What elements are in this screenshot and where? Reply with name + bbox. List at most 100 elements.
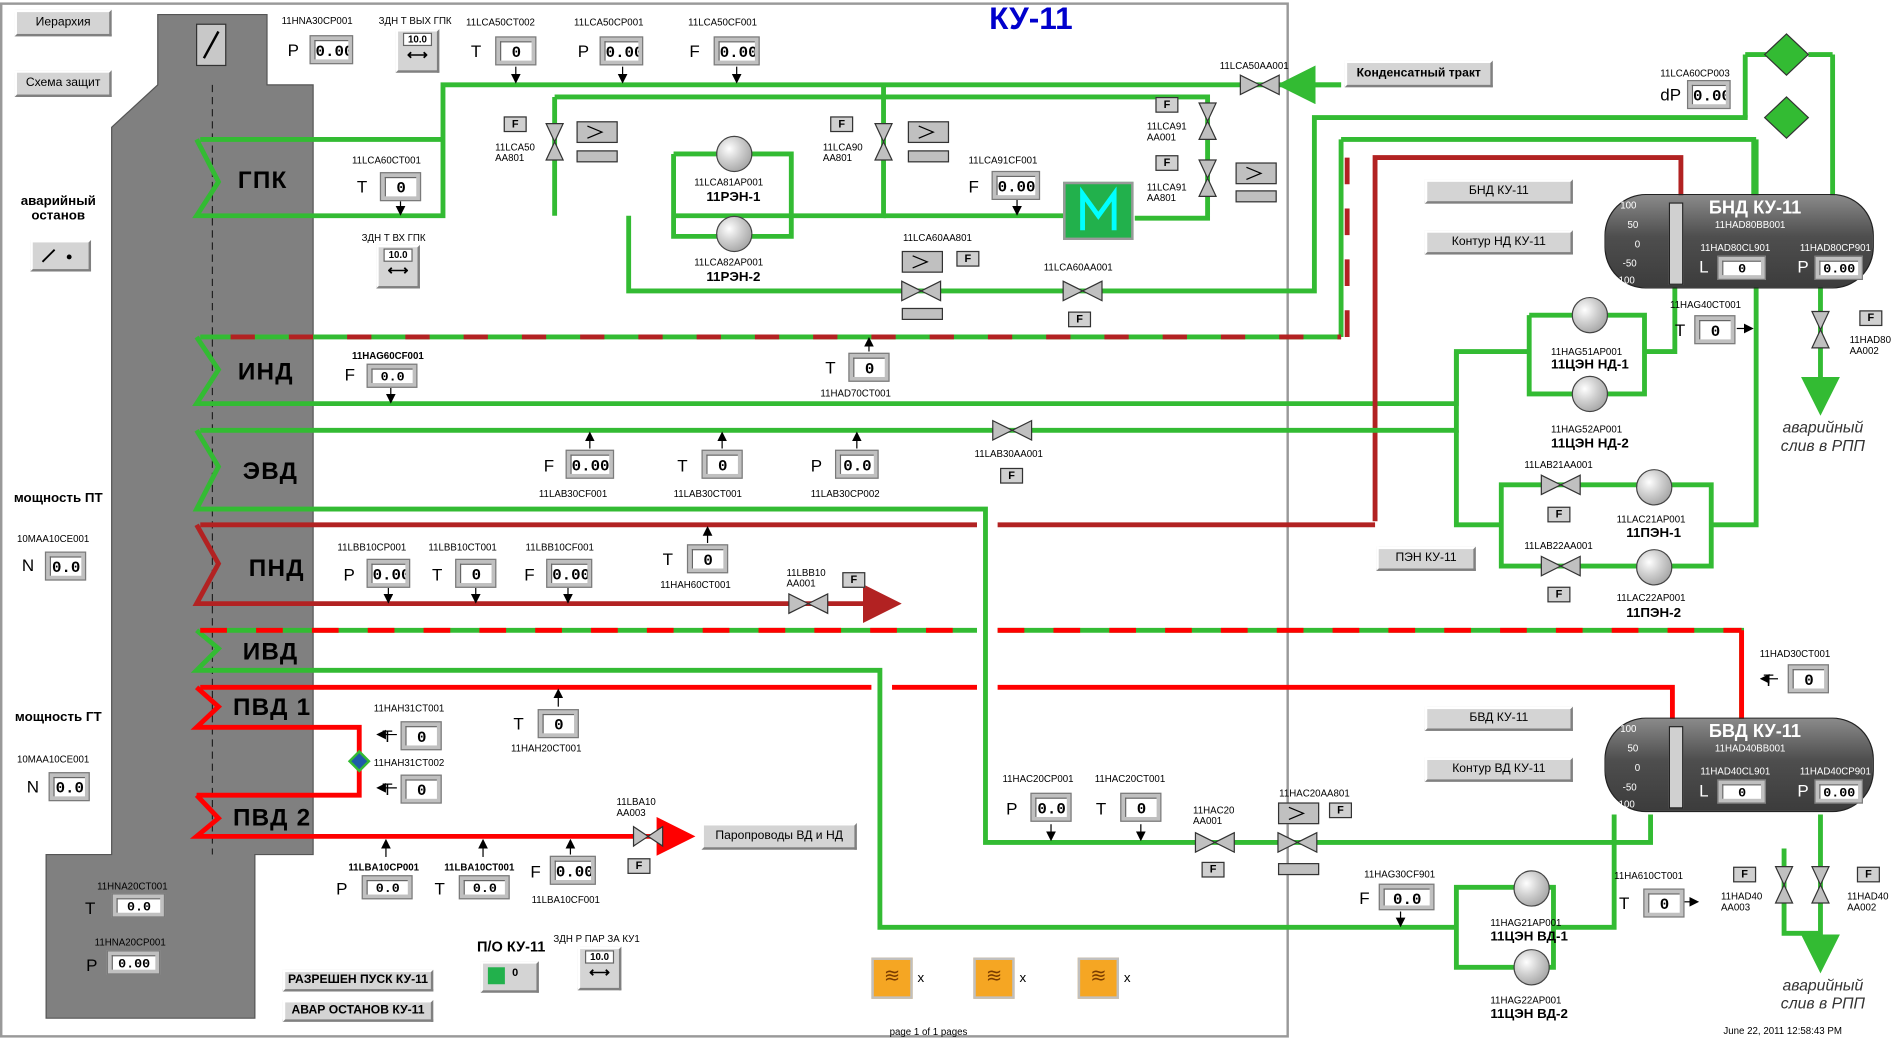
f-indicator[interactable]: F (1733, 866, 1757, 883)
heater-icon-3[interactable]: ≋ (1077, 957, 1119, 999)
zdn-t-in-setpoint[interactable]: 10.0⟷ (376, 244, 420, 289)
condensate-heater-icon[interactable] (1063, 181, 1134, 240)
lba10aa003-tag: 11LBA10 AA003 (616, 796, 656, 819)
zdn-p-setpoint[interactable]: 10.0⟷ (577, 946, 622, 991)
actuator-icon[interactable] (907, 121, 950, 144)
f-indicator[interactable]: F (1201, 861, 1225, 878)
lca91cf001-tag: 11LCA91CF001 (968, 155, 1038, 167)
n-letter: N (26, 776, 39, 797)
heater-icon-2[interactable]: ≋ (973, 957, 1015, 999)
po-switch[interactable]: 0 (480, 961, 539, 993)
nd-contour-button[interactable]: Контур НД КУ-11 (1424, 230, 1573, 255)
actuator-icon[interactable] (576, 121, 618, 144)
actuator-icon[interactable] (901, 250, 944, 273)
pump-icon-pen2[interactable] (1636, 549, 1673, 586)
ha610ct001-tag: 11HA610CT001 (1614, 870, 1684, 882)
section-ind: ИНД (237, 358, 294, 386)
section-evd: ЭВД (242, 458, 299, 485)
f-indicator[interactable]: F (1328, 802, 1353, 819)
lac21ap001-tag: 11LAC21AP001 (1616, 513, 1686, 525)
hna20ct001-value: 0.0 (111, 893, 166, 918)
f-indicator[interactable]: F (1155, 96, 1179, 113)
t-letter: T (470, 41, 482, 61)
f-letter: F (530, 861, 541, 882)
bvd-drum[interactable]: БВД КУ-11 11HAD40BB001 100 50 0 -50 -100… (1604, 717, 1874, 813)
double-arrow-icon: ⟷ (387, 261, 409, 279)
date-time: June 22, 2011 12:58:43 PM (1723, 1025, 1842, 1037)
hna20cp001-tag: 11HNA20CP001 (94, 936, 166, 948)
hah20ct001-value: 0 (537, 709, 579, 739)
zdn-t-out-label: ЗДН Т ВЫХ ГПК (378, 15, 452, 27)
f-indicator[interactable]: F (1547, 586, 1571, 603)
hag60cf001-value: 0.0 (366, 363, 418, 388)
csen-vd2-label: 11ЦЭН ВД-2 (1490, 1007, 1568, 1022)
steam-lines-button[interactable]: Паропроводы ВД и НД (701, 823, 857, 850)
f-indicator[interactable]: F (627, 858, 651, 874)
pump-icon-vd2[interactable] (1513, 949, 1550, 986)
hag60cf001-tag: 11HAG60CF001 (351, 350, 424, 362)
had80cp901-tag: 11HAD80CP901 (1799, 242, 1871, 254)
f-indicator[interactable]: F (1859, 310, 1883, 327)
actuator-icon[interactable] (1277, 802, 1320, 825)
hac20aa001-tag: 11HAC20 AA001 (1193, 804, 1235, 827)
f-letter: F (344, 364, 356, 385)
f-indicator[interactable]: F (1856, 866, 1880, 883)
lca91aa001-tag: 11LCA91 AA001 (1146, 121, 1187, 144)
start-allowed-button[interactable]: РАЗРЕШЕН ПУСК КУ-11 (282, 969, 434, 992)
position-bar (907, 150, 950, 163)
hag30cf901-value: 0.0 (1378, 883, 1435, 911)
had40aa003-tag: 11HAD40 AA003 (1720, 890, 1763, 913)
zdn-t-out-setpoint[interactable]: 10.0⟷ (395, 29, 440, 73)
pen-button[interactable]: ПЭН КУ-11 (1376, 546, 1476, 571)
lca60cp003-tag: 11LCA60CP003 (1660, 67, 1730, 79)
protection-scheme-button[interactable]: Схема защит (14, 70, 112, 97)
filter-top (1763, 33, 1810, 76)
f-indicator[interactable]: F (1155, 155, 1179, 171)
f-indicator[interactable]: F (830, 116, 854, 133)
vd-contour-button[interactable]: Контур ВД КУ-11 (1424, 757, 1573, 782)
f-indicator[interactable]: F (503, 116, 527, 133)
bnd-drum[interactable]: БНД КУ-11 11HAD80BB001 100 50 0 -50 -100… (1604, 193, 1874, 289)
f-indicator[interactable]: F (1068, 311, 1092, 328)
hag22ap001-tag: 11HAG22AP001 (1490, 995, 1562, 1007)
lba10ct001-tag: 11LBA10CT001 (444, 861, 515, 873)
bvd-button[interactable]: БВД КУ-11 (1424, 706, 1573, 731)
pump-icon-nd1[interactable] (1571, 296, 1609, 334)
lbb10cp001-value: 0.00 (366, 558, 411, 588)
lca50cp001-value: 0.00 (599, 36, 644, 66)
f-indicator[interactable]: F (956, 250, 980, 267)
f-indicator[interactable]: F (842, 572, 866, 588)
status-indicator-icon (487, 967, 505, 985)
power-pt-tag: 10MAA10CE001 (16, 533, 90, 545)
bnd-button[interactable]: БНД КУ-11 (1424, 179, 1573, 204)
hna30cp001-value: 0.00 (309, 35, 354, 65)
actuator-icon[interactable] (1235, 162, 1277, 185)
hah31ct001-tag: 11HAH31CT001 (373, 703, 445, 714)
lab22aa001-tag: 11LAB22AA001 (1524, 540, 1593, 552)
pump-icon-ren1[interactable] (716, 135, 753, 173)
emergency-stop-switch[interactable] (30, 239, 92, 272)
power-gt-tag: 10MAA10CE001 (16, 753, 90, 765)
emergency-stop-button[interactable]: АВАР ОСТАНОВ КУ-11 (282, 999, 434, 1022)
csen-nd2-label: 11ЦЭН НД-2 (1551, 436, 1629, 451)
condensate-path-button[interactable]: Конденсатный тракт (1344, 60, 1493, 88)
had40cp901-tag: 11HAD40CP901 (1799, 766, 1871, 777)
page-indicator: page 1 of 1 pages (889, 1026, 968, 1038)
hierarchy-button[interactable]: Иерархия (14, 9, 112, 37)
lca81ap001-tag: 11LCA81AP001 (694, 176, 764, 188)
pump-icon-pen1[interactable] (1636, 469, 1673, 506)
lca91aa801-tag: 11LCA91 AA801 (1146, 181, 1187, 204)
hag40ct001-value: 0 (1694, 315, 1736, 345)
position-bar (576, 150, 618, 163)
t-letter: T (382, 726, 393, 746)
lca60aa001-tag: 11LCA60AA001 (1043, 261, 1113, 273)
pump-icon-ren2[interactable] (716, 215, 753, 253)
pump-icon-vd1[interactable] (1513, 870, 1550, 907)
f-indicator[interactable]: F (1547, 506, 1571, 523)
f-indicator[interactable]: F (1000, 467, 1024, 484)
heater-icon-1[interactable]: ≋ (871, 957, 913, 999)
had30ct001-value: 0 (1787, 664, 1829, 694)
pump-icon-nd2[interactable] (1571, 375, 1609, 413)
lca60ct001-tag: 11LCA60CT001 (351, 155, 421, 167)
